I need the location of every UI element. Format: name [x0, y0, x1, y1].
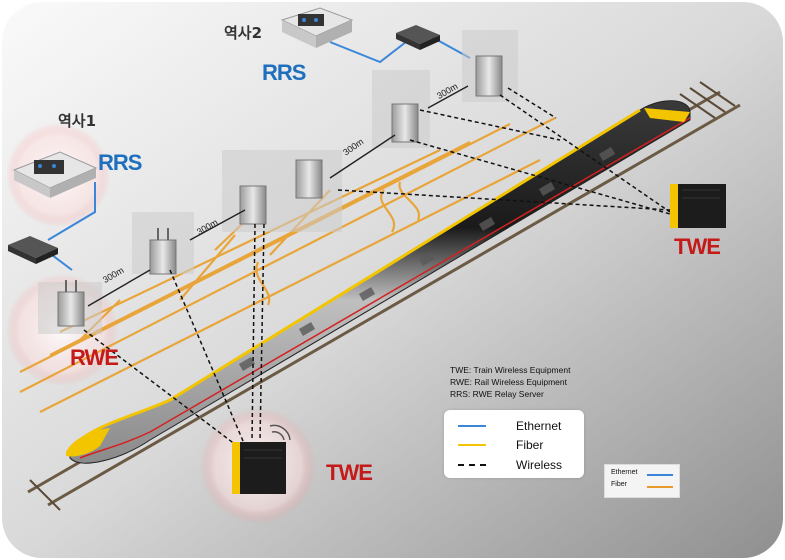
legend-label: Ethernet — [516, 419, 562, 433]
rrs-label-top: RRS — [262, 60, 306, 85]
rrs-server-top — [280, 7, 354, 48]
legend-item-ethernet: Ethernet — [444, 416, 584, 436]
rwe-cabinet-4 — [372, 70, 430, 148]
network-switch-top — [396, 25, 440, 50]
rwe-cabinet-3 — [222, 150, 342, 232]
definition-line: RRS: RWE Relay Server — [450, 389, 544, 399]
station2-label: 역사2 — [224, 24, 263, 42]
definition-line: RWE: Rail Wireless Equipment — [450, 377, 567, 387]
rwe-cabinet-2 — [132, 212, 194, 275]
twe-device-bottom — [232, 424, 291, 494]
mini-legend-label: Fiber — [611, 481, 627, 488]
train — [66, 100, 691, 464]
mini-legend-swatch — [647, 486, 673, 488]
legend-label: Wireless — [516, 458, 563, 472]
legend-swatch-ethernet — [458, 425, 486, 427]
legend: Ethernet Fiber Wireless — [444, 410, 584, 478]
legend-item-fiber: Fiber — [444, 435, 584, 455]
mini-legend-item-fiber: Fiber — [611, 481, 677, 491]
twe-label-right: TWE — [674, 234, 721, 259]
rwe-cabinet-1 — [38, 280, 102, 334]
rrs-label-left: RRS — [98, 150, 142, 175]
rwe-cabinet-5 — [462, 30, 518, 102]
rrs-server-left — [12, 151, 98, 198]
wireless-links — [83, 87, 671, 449]
mini-legend-item-ethernet: Ethernet — [611, 469, 677, 479]
legend-swatch-wireless — [458, 464, 486, 466]
mini-legend: Ethernet Fiber — [604, 464, 680, 498]
definitions-text: TWE: Train Wireless Equipment RWE: Rail … — [450, 364, 570, 400]
twe-label-bottom: TWE — [326, 460, 373, 485]
legend-swatch-fiber — [458, 444, 486, 446]
station1-label: 역사1 — [58, 112, 97, 130]
rwe-label: RWE — [70, 345, 119, 370]
rwe-cabinets — [38, 30, 518, 334]
legend-item-wireless: Wireless — [444, 455, 584, 475]
spacing-arrows — [87, 85, 469, 307]
twe-device-right — [670, 184, 726, 228]
legend-label: Fiber — [516, 438, 544, 452]
definition-line: TWE: Train Wireless Equipment — [450, 365, 571, 375]
network-switch-left — [8, 236, 58, 264]
mini-legend-swatch — [647, 474, 673, 476]
mini-legend-label: Ethernet — [611, 469, 638, 476]
